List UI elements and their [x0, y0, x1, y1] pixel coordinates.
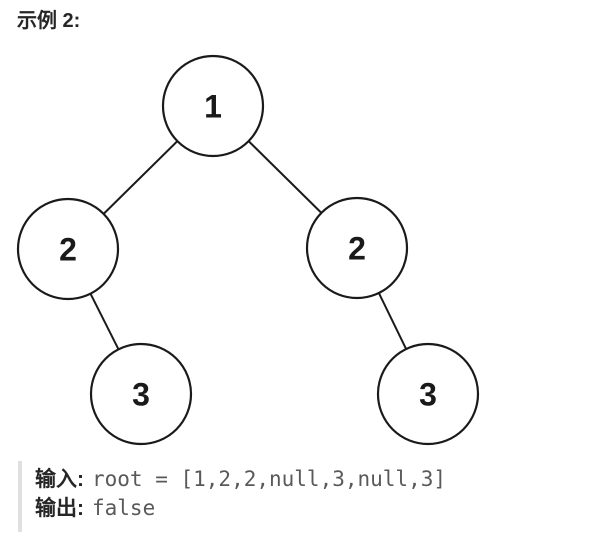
input-value: root = [1,2,2,null,3,null,3]	[92, 467, 447, 491]
output-label: 输出:	[35, 497, 84, 520]
tree-node-circle	[305, 196, 409, 300]
tree-node-circle	[376, 342, 480, 446]
tree-node-value: 2	[348, 231, 366, 267]
tree-node-value: 1	[204, 89, 222, 125]
tree-node-right-child: 2	[305, 196, 409, 300]
tree-node-value: 3	[132, 377, 150, 413]
tree-node-left-grandchild: 3	[89, 342, 193, 446]
tree-node-left-child: 2	[16, 197, 120, 301]
tree-node-circle	[16, 197, 120, 301]
input-label: 输入:	[35, 468, 84, 491]
tree-node-value: 2	[59, 232, 77, 268]
tree-node-circle	[161, 54, 265, 158]
output-line: 输出: false	[35, 495, 446, 524]
tree-node-value: 3	[419, 377, 437, 413]
example-title: 示例 2:	[17, 10, 81, 32]
tree-node-circle	[89, 342, 193, 446]
tree-node-right-grandchild: 3	[376, 342, 480, 446]
tree-node-root: 1	[161, 54, 265, 158]
output-value: false	[92, 496, 156, 520]
example-io-block: 输入: root = [1,2,2,null,3,null,3] 输出: false	[18, 461, 446, 532]
input-line: 输入: root = [1,2,2,null,3,null,3]	[35, 466, 446, 495]
